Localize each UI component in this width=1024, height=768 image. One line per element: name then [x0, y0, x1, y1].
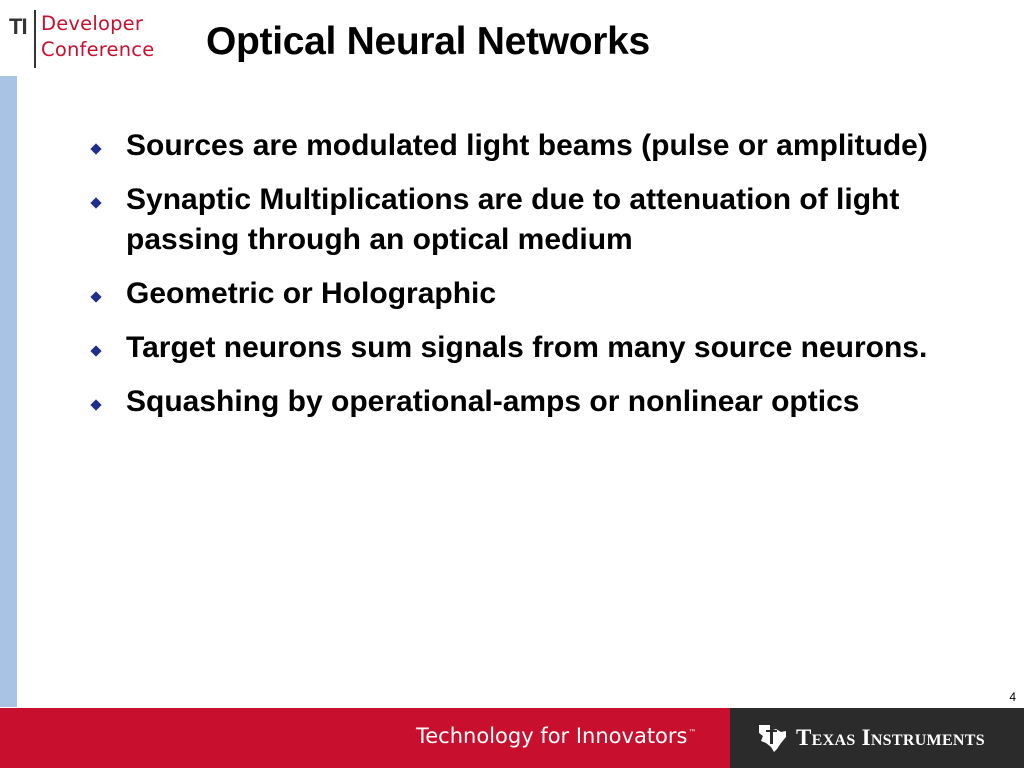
ti-developer-conference-logo: TI Developer Conference — [9, 8, 169, 70]
bullet-text: Sources are modulated light beams (pulse… — [126, 129, 928, 162]
footer-bar: Technology for Innovators™ Texas Instrum… — [0, 708, 1024, 768]
logo-line-developer: Developer — [41, 12, 144, 35]
bullet-item: Synaptic Multiplications are due to atte… — [90, 180, 940, 260]
diamond-bullet-icon — [90, 399, 102, 411]
logo-line-conference: Conference — [41, 38, 155, 61]
left-accent-stripe — [0, 76, 17, 707]
ti-texas-logo-icon — [759, 725, 786, 752]
diamond-bullet-icon — [90, 345, 102, 357]
bullet-text: Geometric or Holographic — [126, 277, 497, 310]
bullet-item: Squashing by operational-amps or nonline… — [90, 382, 940, 422]
footer-tagline: Technology for Innovators™ — [416, 724, 696, 748]
bullet-item: Target neurons sum signals from many sou… — [90, 328, 940, 368]
bullet-item: Sources are modulated light beams (pulse… — [90, 126, 940, 166]
bullet-text: Squashing by operational-amps or nonline… — [126, 385, 860, 418]
page-number: 4 — [1009, 690, 1016, 704]
bullet-item: Geometric or Holographic — [90, 274, 940, 314]
diamond-bullet-icon — [90, 197, 102, 209]
footer-red-panel — [0, 708, 730, 768]
diamond-bullet-icon — [90, 291, 102, 303]
logo-divider — [34, 10, 36, 68]
diamond-bullet-icon — [90, 143, 102, 155]
trademark-mark: ™ — [688, 728, 697, 737]
bullet-text: Target neurons sum signals from many sou… — [126, 331, 928, 364]
bullet-text: Synaptic Multiplications are due to atte… — [126, 183, 900, 256]
bullet-list: Sources are modulated light beams (pulse… — [90, 126, 940, 436]
logo-ti-mark: TI — [9, 14, 28, 39]
tagline-text: Technology for Innovators — [416, 724, 688, 748]
ti-brand-text: Texas Instruments — [796, 725, 985, 750]
slide-title: Optical Neural Networks — [206, 20, 650, 63]
